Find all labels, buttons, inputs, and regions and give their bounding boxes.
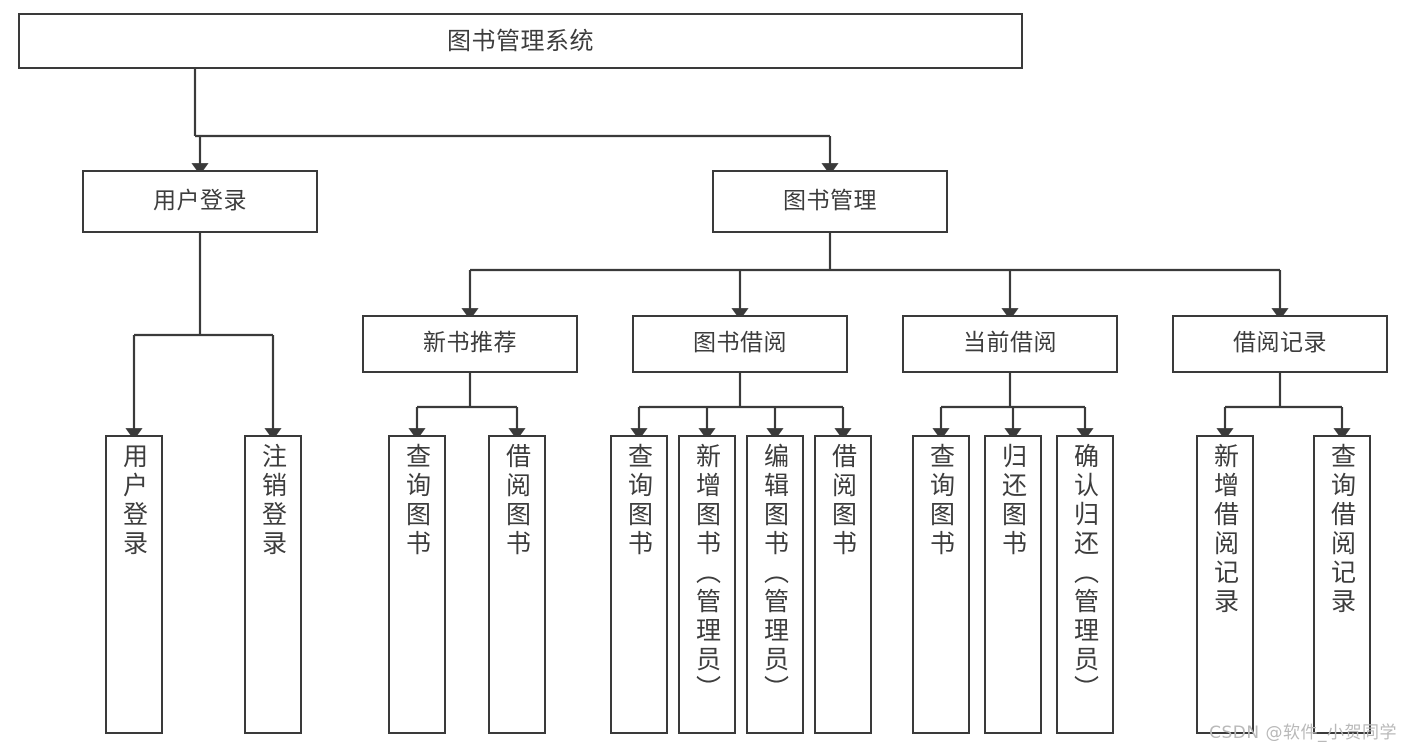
node-leaf-user-logout[interactable]: 注销登录 <box>244 435 302 734</box>
csdn-watermark: CSDN @软件_小贺同学 <box>1209 723 1397 743</box>
node-label: 新书推荐 <box>423 330 517 357</box>
node-leaf-edit-book[interactable]: 编辑图书（管理员） <box>746 435 804 734</box>
node-label: 当前借阅 <box>963 330 1057 357</box>
node-leaf-borrow-book[interactable]: 借阅图书 <box>814 435 872 734</box>
node-label: 图书借阅 <box>693 330 787 357</box>
node-label: 用户登录 <box>119 443 149 559</box>
node-leaf-query-book-borrow[interactable]: 查询图书 <box>610 435 668 734</box>
node-label: 新增图书（管理员） <box>692 443 722 704</box>
node-label: 借阅图书 <box>828 443 858 559</box>
node-label: 图书管理系统 <box>447 26 594 55</box>
node-label: 借阅图书 <box>502 443 532 559</box>
node-leaf-query-book-rec[interactable]: 查询图书 <box>388 435 446 734</box>
node-label: 编辑图书（管理员） <box>760 443 790 704</box>
node-label: 新增借阅记录 <box>1210 443 1240 617</box>
node-label: 查询图书 <box>926 443 956 559</box>
node-label: 确认归还（管理员） <box>1070 443 1100 704</box>
node-leaf-confirm-return[interactable]: 确认归还（管理员） <box>1056 435 1114 734</box>
node-label: 查询图书 <box>402 443 432 559</box>
node-leaf-user-login[interactable]: 用户登录 <box>105 435 163 734</box>
node-label: 查询图书 <box>624 443 654 559</box>
node-leaf-add-record[interactable]: 新增借阅记录 <box>1196 435 1254 734</box>
node-book-borrow[interactable]: 图书借阅 <box>632 315 848 373</box>
node-label: 用户登录 <box>153 187 247 214</box>
node-label: 查询借阅记录 <box>1327 443 1357 617</box>
node-label: 图书管理 <box>783 187 877 214</box>
node-borrow-record[interactable]: 借阅记录 <box>1172 315 1388 373</box>
node-leaf-return-book[interactable]: 归还图书 <box>984 435 1042 734</box>
node-label: 归还图书 <box>998 443 1028 559</box>
node-leaf-borrow-book-rec[interactable]: 借阅图书 <box>488 435 546 734</box>
node-leaf-query-book-cur[interactable]: 查询图书 <box>912 435 970 734</box>
node-leaf-query-record[interactable]: 查询借阅记录 <box>1313 435 1371 734</box>
node-current-borrow[interactable]: 当前借阅 <box>902 315 1118 373</box>
node-book-manage[interactable]: 图书管理 <box>712 170 948 233</box>
node-new-book-rec[interactable]: 新书推荐 <box>362 315 578 373</box>
node-root[interactable]: 图书管理系统 <box>18 13 1023 69</box>
node-user-login[interactable]: 用户登录 <box>82 170 318 233</box>
node-leaf-add-book[interactable]: 新增图书（管理员） <box>678 435 736 734</box>
node-label: 借阅记录 <box>1233 330 1327 357</box>
node-label: 注销登录 <box>258 443 288 559</box>
